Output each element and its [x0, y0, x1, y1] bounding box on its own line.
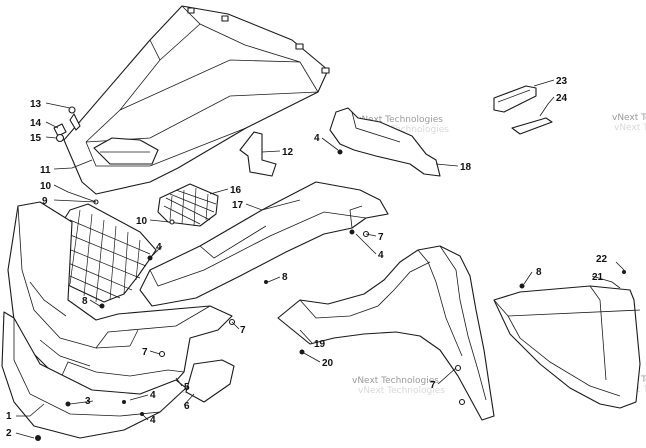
callout-15: 15 [30, 133, 42, 144]
callout-21: 21 [592, 272, 604, 283]
hood-part [63, 5, 330, 195]
callout-7: 7 [142, 347, 148, 358]
callout-23: 23 [556, 76, 568, 87]
callout-19: 19 [314, 339, 326, 350]
bolt-icon [99, 303, 105, 309]
clip-icon [458, 398, 466, 406]
light-lens-part [493, 85, 537, 113]
callout-4: 4 [156, 242, 162, 253]
callout-7: 7 [430, 380, 436, 391]
deflector-plate-part [185, 359, 235, 403]
callout-11: 11 [40, 165, 51, 176]
bolt-icon [264, 280, 268, 284]
callout-7: 7 [378, 232, 384, 243]
callout-10: 10 [40, 181, 52, 192]
bolt-icon [35, 435, 41, 441]
bolt-icon [622, 270, 626, 274]
hood-bracket-part [239, 131, 277, 177]
callout-17: 17 [232, 200, 244, 211]
callout-9: 9 [42, 196, 48, 207]
watermark-text: vNext Technologies [362, 125, 449, 135]
watermark-text: vNext Technologies [356, 115, 443, 125]
clip-icon [169, 219, 175, 225]
bolt-icon [349, 229, 355, 235]
bolt-icon [337, 149, 343, 155]
callout-10: 10 [136, 216, 148, 227]
mounting-bracket-part [329, 107, 441, 177]
bolt-icon [147, 255, 153, 261]
callout-4: 4 [314, 133, 320, 144]
front-grille-part [57, 203, 157, 303]
leader-lines [15, 79, 625, 439]
trim-strip-part [511, 117, 553, 135]
callout-22: 22 [596, 254, 608, 265]
callout-14: 14 [30, 118, 42, 129]
bolt-icon [65, 401, 71, 407]
callout-12: 12 [282, 147, 294, 158]
latch-hardware-part [53, 106, 81, 143]
clip-icon [454, 364, 462, 372]
callout-4: 4 [378, 250, 384, 261]
callout-4: 4 [150, 415, 156, 426]
callout-3: 3 [85, 396, 91, 407]
callout-18: 18 [460, 162, 472, 173]
watermark-text: vNext Technologies [352, 376, 439, 386]
bolt-icon [519, 283, 525, 289]
callout-7: 7 [240, 325, 246, 336]
callout-2: 2 [6, 428, 12, 439]
callout-24: 24 [556, 93, 568, 104]
watermark-text: vNext Technologies [358, 386, 445, 396]
watermark-text: vNext Technologies [612, 113, 646, 123]
callout-8: 8 [282, 272, 288, 283]
grille-insert-part [157, 183, 219, 227]
callout-20: 20 [322, 358, 334, 369]
storage-box-part [493, 285, 641, 409]
clip-icon [158, 350, 166, 358]
callout-13: 13 [30, 99, 42, 110]
watermark-text: vNext Technologies [614, 123, 646, 133]
bolt-icon [122, 400, 126, 404]
callout-16: 16 [230, 185, 242, 196]
callout-8: 8 [536, 267, 542, 278]
callouts: 1 2 3 4 4 4 4 4 5 6 7 7 7 7 8 8 8 9 10 1… [6, 76, 608, 439]
callout-1: 1 [6, 411, 12, 422]
callout-5: 5 [184, 382, 190, 393]
skid-plate-part [1, 311, 187, 439]
callout-4: 4 [150, 390, 156, 401]
side-panel-part [139, 181, 389, 307]
fender-part [277, 245, 495, 421]
callout-6: 6 [184, 401, 190, 412]
callout-8: 8 [82, 296, 88, 307]
